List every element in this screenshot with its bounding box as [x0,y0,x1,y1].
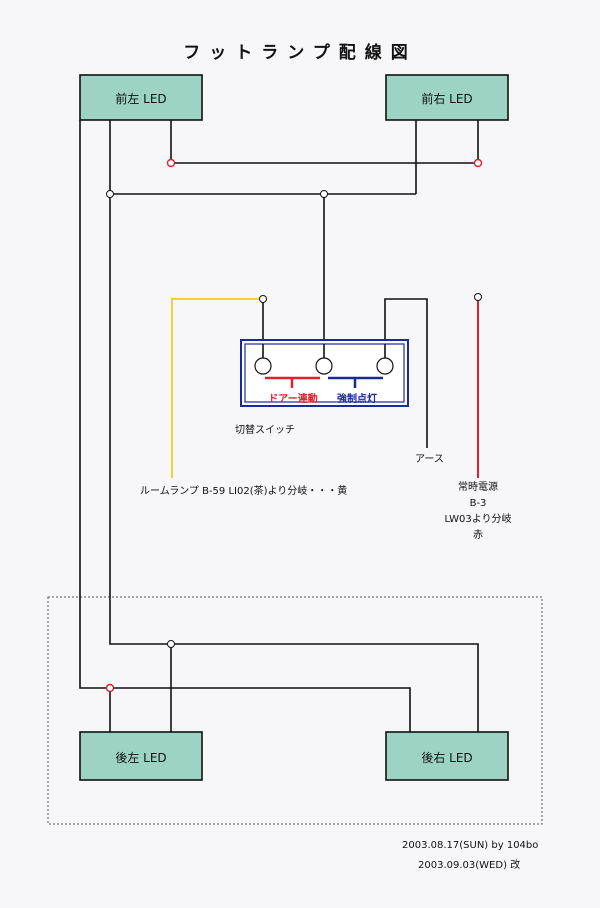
junction-dot-red [473,158,483,168]
led-front-right-label: 前右 LED [421,92,473,106]
led-rear-right-label: 後右 LED [421,751,473,765]
constant-power-line: 常時電源 [458,482,498,493]
door-link-label: ドアー連動 [268,394,318,405]
forced-on-label: 強制点灯 [337,394,377,405]
switch-terminals [254,357,394,375]
credit-line-1: 2003.08.17(SUN) by 104bo [402,840,539,851]
credit-line-2: 2003.09.03(WED) 改 [418,860,521,871]
earth-label: アース [415,454,444,465]
junction-dot [320,190,328,198]
junction-dot [259,295,267,303]
led-box-front-right [385,74,509,121]
junction-dot [106,190,114,198]
constant-power-line: 赤 [473,530,483,541]
ground-wires [79,120,479,732]
forced-bracket [328,376,383,388]
constant-power-label: 常時電源 B-3 LW03より分岐 赤 [428,480,528,544]
constant-power-line: B-3 [469,498,487,509]
wire-earth [384,298,428,448]
led-box-rear-right [385,731,509,781]
led-front-left-label: 前左 LED [115,92,167,106]
constant-power-line: LW03より分岐 [444,514,512,525]
room-lamp-label: ルームランプ B-59 LI02(茶)より分岐・・・黄 [140,486,348,497]
switch-terminal-right [376,357,394,375]
led-box-front-left [79,74,203,121]
switch-terminal-left [254,357,272,375]
switch-terminal-center [315,357,333,375]
door-bracket [265,376,320,388]
wire-left-inner [109,120,479,732]
room-lamp-wire-yellow [171,298,263,478]
rear-area-frame [47,596,543,825]
junction-dot-red [166,158,176,168]
switch-name-label: 切替スイッチ [235,425,295,436]
power-junctions [105,158,483,693]
wire-left-outer [79,120,411,732]
junction-dot [474,293,482,301]
junction-dot-red [105,683,115,693]
led-rear-left-label: 後左 LED [115,751,167,765]
switch-internal-wires [262,344,386,358]
led-boxes [79,74,509,781]
page-title: フットランプ配線図 [183,43,417,63]
led-box-rear-left [79,731,203,781]
junction-dots [106,190,482,648]
junction-dot [167,640,175,648]
